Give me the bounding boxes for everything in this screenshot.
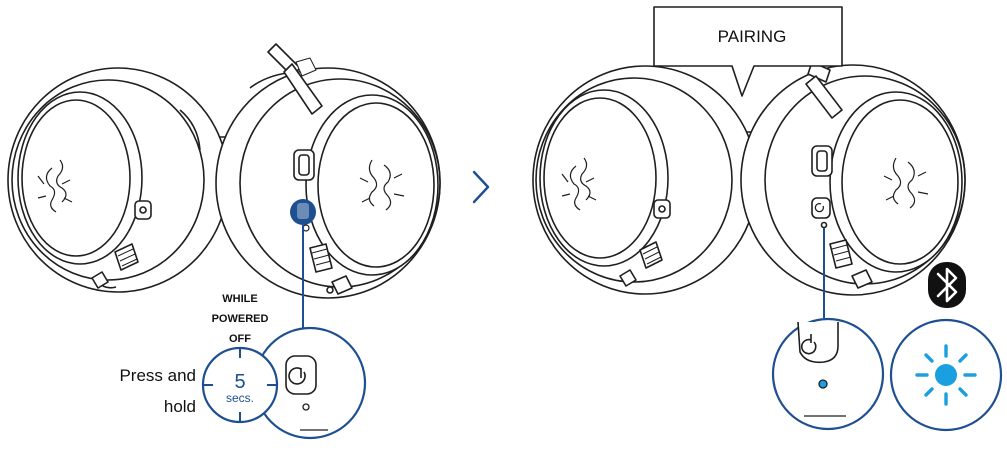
condition-line-1: WHILE xyxy=(222,293,257,305)
razer-logo xyxy=(561,157,597,211)
timer-value: 5 xyxy=(234,371,245,393)
pairing-callout: PAIRING xyxy=(653,6,843,97)
razer-logo xyxy=(883,157,929,209)
left-earcup xyxy=(7,67,229,293)
instruction-line-1: Press and xyxy=(119,366,196,385)
razer-logo xyxy=(37,159,73,213)
headset-pairing xyxy=(532,61,966,296)
left-earcup xyxy=(532,65,758,295)
power-button-highlight xyxy=(290,199,316,330)
right-earcup xyxy=(740,64,966,296)
power-button-zoom xyxy=(253,326,367,440)
timer-dial: 5 secs. xyxy=(201,346,279,424)
chevron-right-icon xyxy=(472,170,490,204)
instruction-line-2: hold xyxy=(164,397,196,416)
condition-line-2: POWERED xyxy=(212,313,269,325)
led-zoom xyxy=(771,317,885,431)
blinking-led-icon xyxy=(889,318,1003,432)
condition-label: WHILE POWERED OFF xyxy=(212,293,269,345)
timer-unit: secs. xyxy=(226,391,254,405)
instruction-label: Press and hold xyxy=(119,366,196,416)
razer-logo xyxy=(359,159,405,211)
bluetooth-icon xyxy=(928,262,966,308)
microphone-boom xyxy=(267,43,323,115)
right-earcup xyxy=(215,67,441,299)
pairing-label: PAIRING xyxy=(718,27,787,46)
condition-line-3: OFF xyxy=(229,333,251,345)
microphone-boom xyxy=(805,61,843,119)
headset-powered-off xyxy=(7,43,441,299)
